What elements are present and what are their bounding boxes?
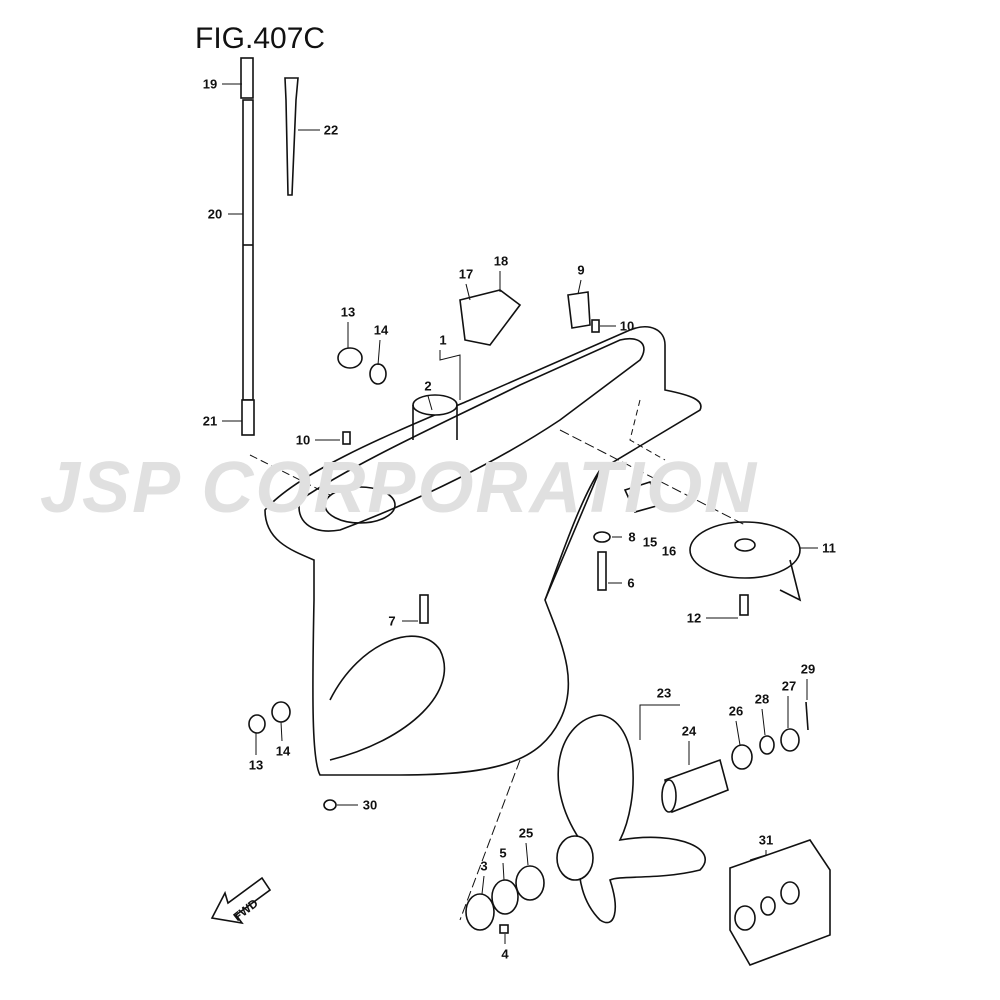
- callout-21: 21: [202, 413, 218, 429]
- callout-10: 10: [619, 318, 635, 334]
- figure-title: FIG.407C: [195, 22, 326, 55]
- callout-4: 4: [501, 946, 509, 962]
- watermark: JSP CORPORATION: [40, 448, 759, 528]
- callout-26: 26: [728, 703, 744, 719]
- callout-18: 18: [493, 253, 509, 269]
- callout-14: 14: [275, 743, 291, 759]
- callout-7: 7: [388, 613, 396, 629]
- callout-11: 11: [822, 540, 836, 556]
- callout-13: 13: [248, 757, 264, 773]
- part-22: [284, 77, 299, 196]
- shift-rod: [240, 57, 255, 436]
- callout-30: 30: [362, 797, 378, 813]
- callout-31: 31: [758, 832, 774, 848]
- callout-1: 1: [439, 332, 447, 348]
- callout-17: 17: [458, 266, 474, 282]
- callout-23: 23: [656, 685, 672, 701]
- callout-20: 20: [207, 206, 223, 222]
- gearcase-body: [264, 326, 702, 776]
- callout-28: 28: [754, 691, 770, 707]
- fwd-arrow-icon: [210, 876, 272, 925]
- callout-8: 8: [628, 529, 636, 545]
- callout-19: 19: [202, 76, 218, 92]
- callout-25: 25: [518, 825, 534, 841]
- callout-12: 12: [686, 610, 702, 626]
- leader-lines: [222, 83, 818, 944]
- callout-27: 27: [781, 678, 797, 694]
- callout-16: 16: [661, 543, 677, 559]
- callout-13: 13: [340, 304, 356, 320]
- small-parts: [248, 289, 831, 966]
- callout-10: 10: [295, 432, 311, 448]
- propeller: [556, 714, 729, 924]
- callout-3: 3: [480, 858, 488, 874]
- callout-24: 24: [681, 723, 697, 739]
- callout-15: 15: [642, 534, 658, 550]
- anode-11: [689, 521, 802, 602]
- callout-2: 2: [424, 378, 432, 394]
- callout-14: 14: [373, 322, 389, 338]
- callout-9: 9: [577, 262, 585, 278]
- callout-5: 5: [499, 845, 507, 861]
- callout-29: 29: [800, 661, 816, 677]
- callout-22: 22: [323, 122, 339, 138]
- callout-6: 6: [627, 575, 635, 591]
